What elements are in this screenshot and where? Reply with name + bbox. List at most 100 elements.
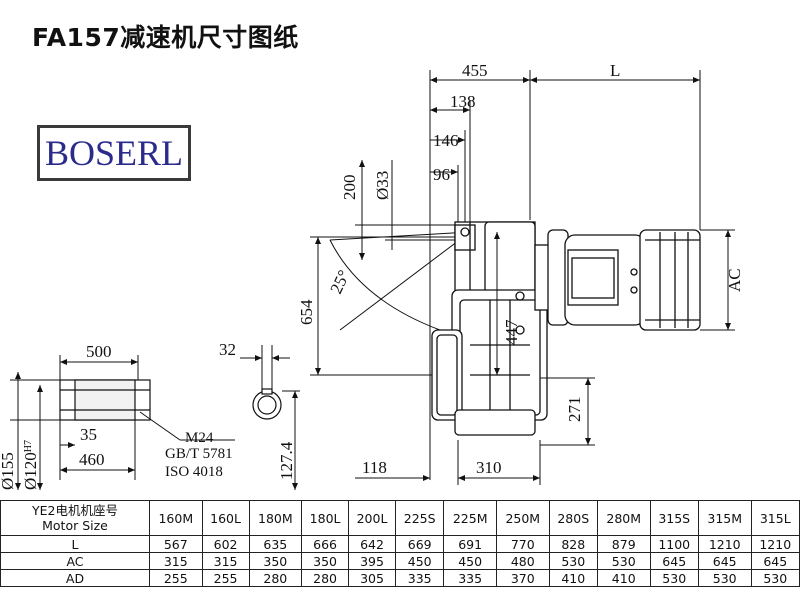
- table-cell: 770: [495, 535, 550, 553]
- dim-155: Ø155: [0, 452, 17, 490]
- shaft-end-dims: [240, 345, 300, 490]
- table-cell: 335: [443, 569, 497, 587]
- dim-455: 455: [462, 61, 488, 80]
- dim-460: 460: [79, 450, 105, 469]
- table-cell: 635: [248, 535, 303, 553]
- table-cell: 255: [201, 569, 250, 587]
- table-cell: 350: [248, 552, 303, 570]
- table-cell: 530: [649, 569, 699, 587]
- table-cell: 879: [596, 535, 651, 553]
- table-cell: 530: [548, 552, 598, 570]
- header-line-en: Motor Size: [42, 518, 108, 533]
- table-cell: 255: [149, 569, 203, 587]
- table-cell: 645: [750, 552, 800, 570]
- table-cell: 280: [301, 569, 350, 587]
- table-cell: 645: [697, 552, 752, 570]
- table-cell: 410: [596, 569, 651, 587]
- shaft-detail-dims: [10, 355, 235, 490]
- dim-654: 654: [297, 299, 316, 325]
- motor-size-cell: 280M: [596, 500, 651, 536]
- motor-body: [534, 229, 701, 331]
- table-cell: 1210: [750, 535, 800, 553]
- motor-size-cell: 225M: [443, 500, 497, 536]
- table-cell: 305: [348, 569, 396, 587]
- motor-size-cell: 180L: [301, 500, 350, 536]
- technical-drawing: 455 L 138 146 96 200 Ø33 25° 654: [0, 61, 744, 490]
- dim-32: 32: [219, 340, 236, 359]
- motor-size-cell: 315S: [649, 500, 699, 536]
- motor-size-cell: 225S: [394, 500, 445, 536]
- table-cell: 280: [248, 569, 303, 587]
- dim-127: 127.4: [277, 441, 296, 480]
- dim-L: L: [610, 61, 620, 80]
- motor-size-cell: 160M: [149, 500, 203, 536]
- dim-271: 271: [565, 397, 584, 423]
- table-cell: 315: [201, 552, 250, 570]
- dim-310: 310: [476, 458, 502, 477]
- table-header-label: YE2电机机座号 Motor Size: [0, 500, 150, 536]
- table-cell: 691: [443, 535, 497, 553]
- table-cell: 666: [301, 535, 350, 553]
- table-cell: 395: [348, 552, 396, 570]
- table-cell: 530: [750, 569, 800, 587]
- table-cell: 450: [394, 552, 445, 570]
- table-cell: 480: [495, 552, 550, 570]
- dim-200: 200: [340, 175, 359, 201]
- shaft-end-detail: [252, 388, 282, 420]
- dim-138: 138: [450, 92, 476, 111]
- shaft-dimension-lines: [310, 160, 471, 376]
- top-dimension-lines: [429, 70, 701, 480]
- table-cell: 530: [697, 569, 752, 587]
- motor-size-cell: 250M: [495, 500, 550, 536]
- hollow-shaft-detail: [59, 379, 151, 421]
- table-cell: 410: [548, 569, 598, 587]
- table-cell: 567: [149, 535, 203, 553]
- brand-logo: BOSERL: [37, 125, 191, 181]
- ac-dimension-lines: [700, 229, 735, 331]
- table-cell: 315: [149, 552, 203, 570]
- motor-size-cell: 200L: [348, 500, 396, 536]
- table-cell: 450: [443, 552, 497, 570]
- table-cell: 1210: [697, 535, 752, 553]
- page-title: FA157减速机尺寸图纸: [32, 23, 299, 52]
- row-label: L: [0, 535, 150, 553]
- table-cell: 1100: [649, 535, 699, 553]
- bottom-dimension-lines: [355, 440, 541, 485]
- brand-logo-text: BOSERL: [44, 133, 184, 173]
- dim-447: 447: [502, 319, 521, 345]
- dim-33: Ø33: [373, 171, 392, 200]
- motor-size-cell: 180M: [248, 500, 303, 536]
- header-line-cn: YE2电机机座号: [32, 503, 118, 518]
- dim-35: 35: [80, 425, 97, 444]
- table-cell: 642: [348, 535, 396, 553]
- note-iso: ISO 4018: [165, 464, 223, 480]
- motor-size-cell: 315M: [697, 500, 752, 536]
- dim-118: 118: [362, 458, 387, 477]
- note-m24: M24: [185, 430, 214, 446]
- motor-size-cell: 315L: [750, 500, 800, 536]
- dim-146: 146: [433, 131, 459, 150]
- table-cell: 645: [649, 552, 699, 570]
- dim-96: 96: [433, 165, 450, 184]
- motor-size-cell: 280S: [548, 500, 598, 536]
- note-gbt: GB/T 5781: [165, 446, 233, 462]
- table-cell: 669: [394, 535, 445, 553]
- table-cell: 828: [548, 535, 598, 553]
- dim-120: Ø120H7: [21, 440, 40, 490]
- table-cell: 602: [201, 535, 250, 553]
- dim-AC: AC: [725, 268, 744, 292]
- dim-500: 500: [86, 342, 112, 361]
- dim-271-lines: [540, 377, 595, 446]
- table-cell: 370: [495, 569, 550, 587]
- table-cell: 350: [301, 552, 350, 570]
- table-cell: 530: [596, 552, 651, 570]
- gearbox-body: [431, 221, 548, 436]
- row-label: AC: [0, 552, 150, 570]
- dim-120-tolerance: H7: [23, 440, 34, 452]
